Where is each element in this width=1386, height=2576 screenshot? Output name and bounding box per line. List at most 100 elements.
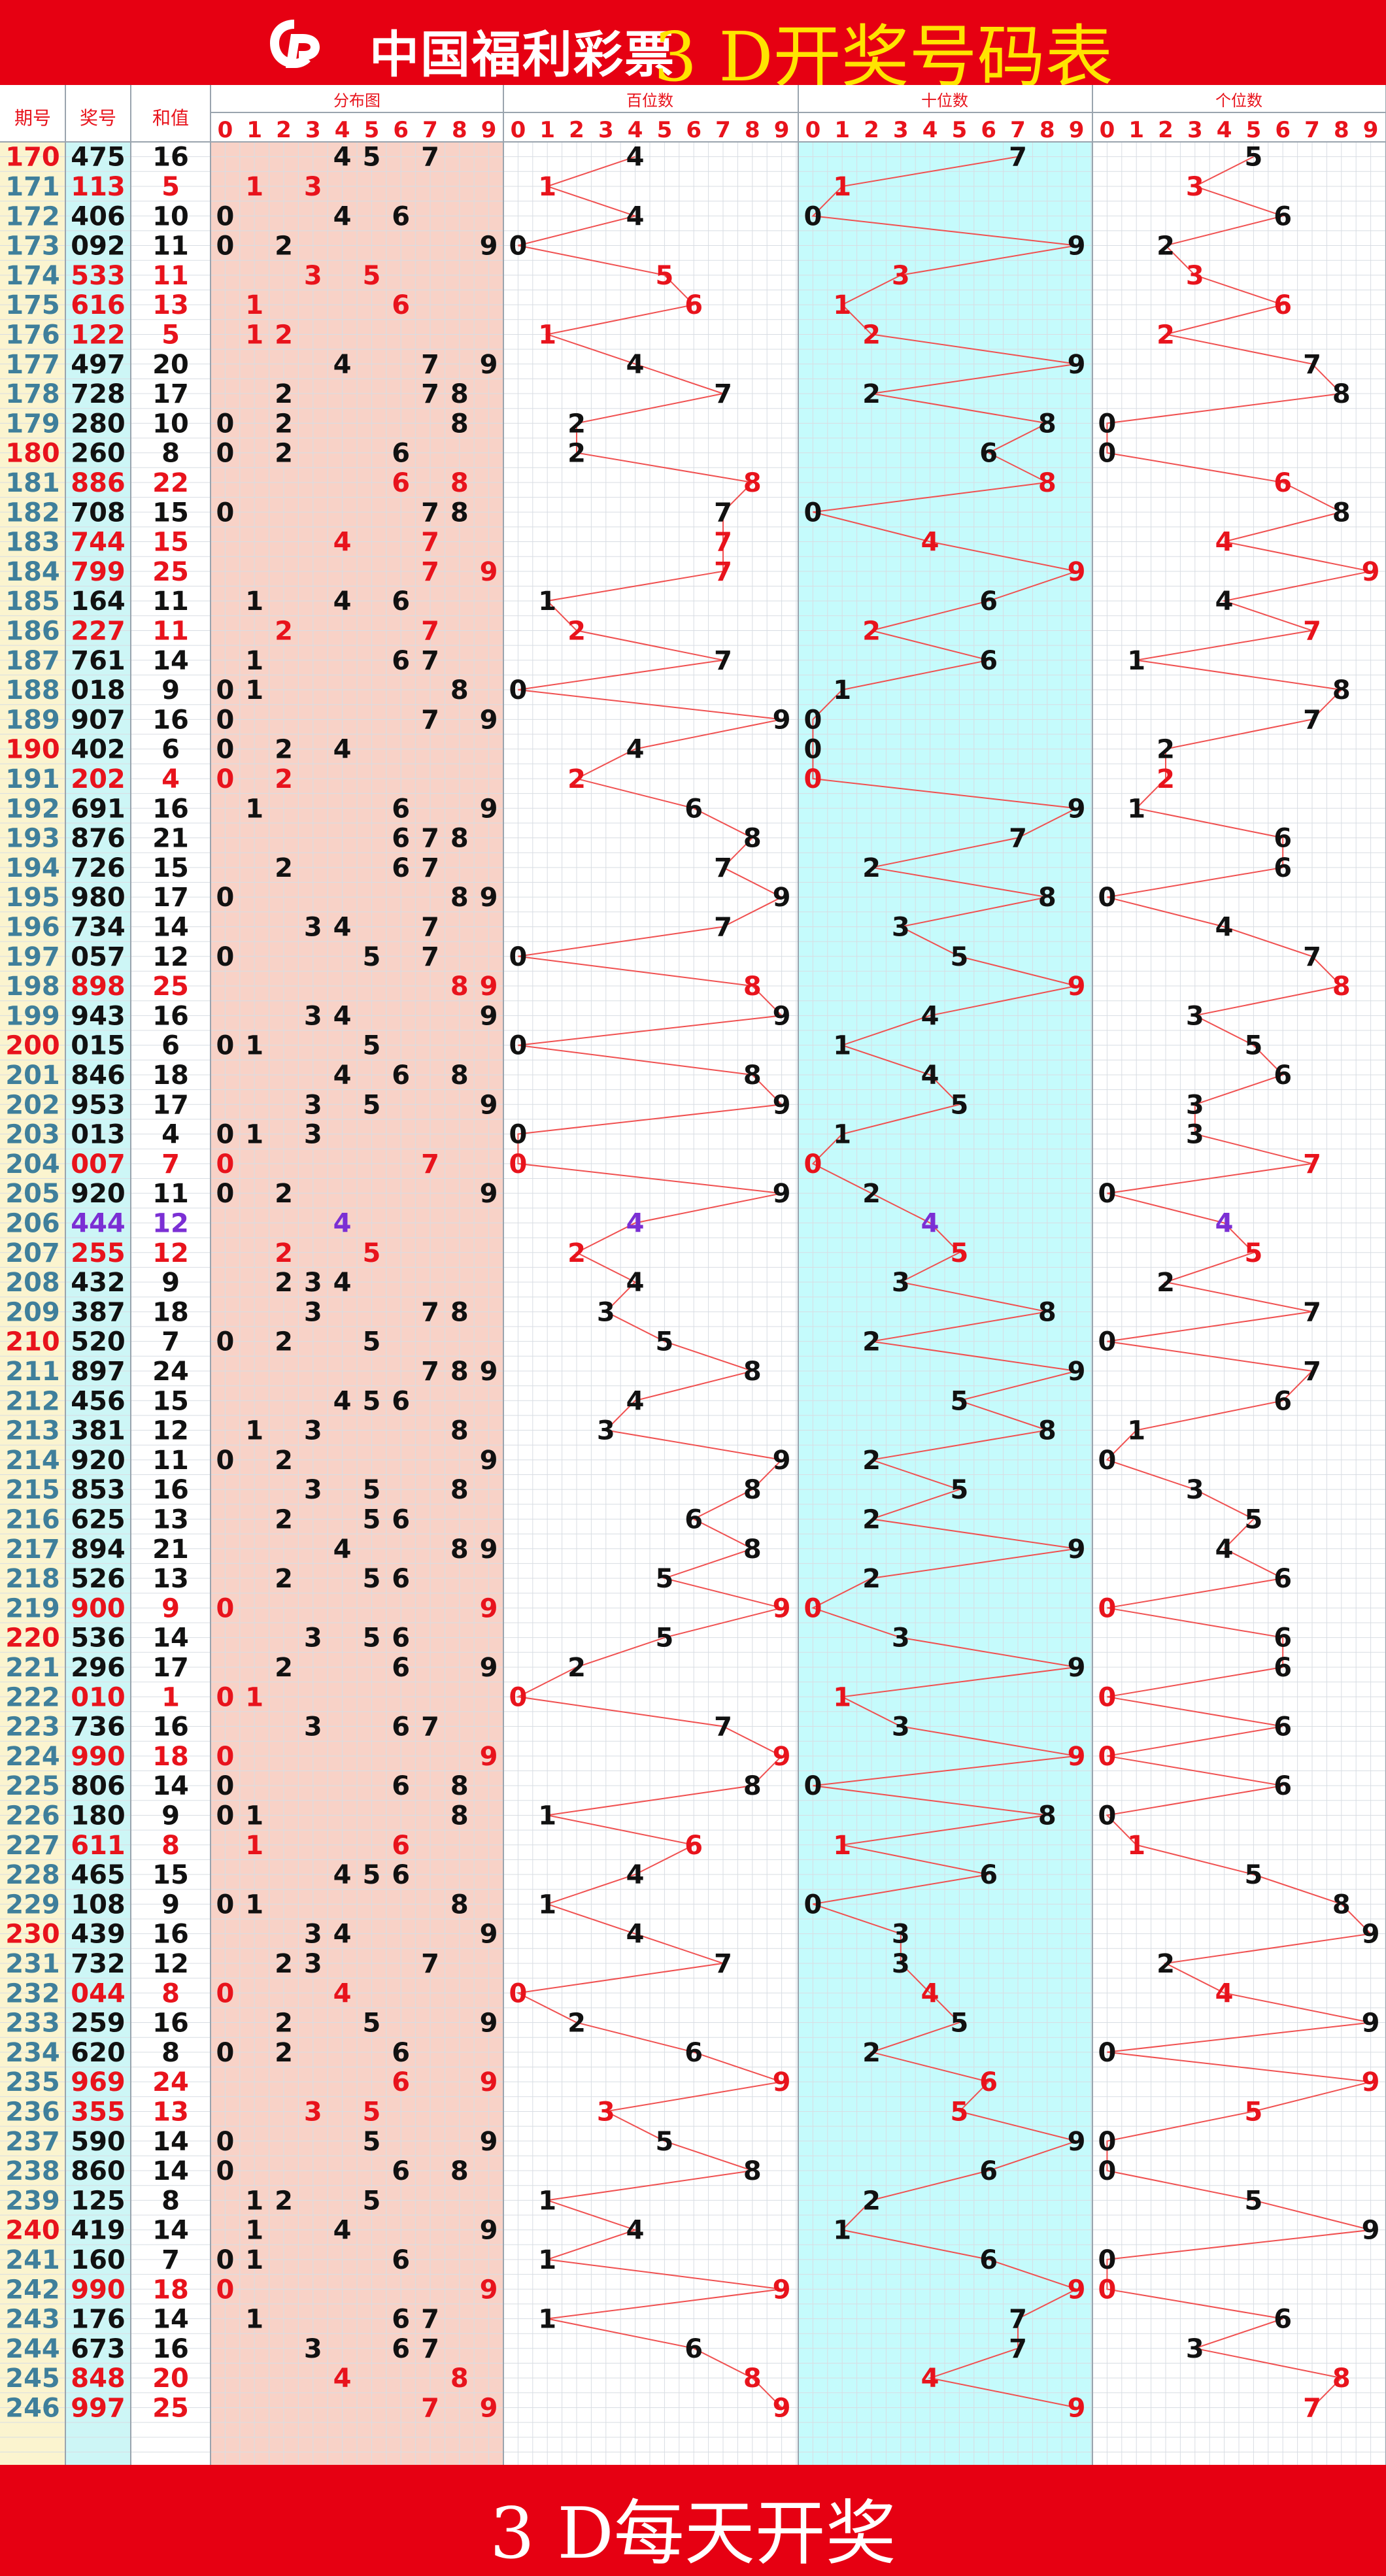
position-digit-hundreds: 4 xyxy=(626,350,645,380)
position-digit-tens: 5 xyxy=(950,1475,968,1505)
distribution-digit: 0 xyxy=(216,1742,234,1772)
period-cell: 211 xyxy=(5,1357,60,1387)
period-cell: 212 xyxy=(5,1386,60,1416)
position-digit-tens: 9 xyxy=(1068,794,1086,824)
position-digit-tens: 6 xyxy=(979,1860,998,1890)
distribution-digit: 7 xyxy=(421,379,439,409)
position-digit-units: 6 xyxy=(1274,1771,1292,1801)
number-cell: 406 xyxy=(71,201,126,231)
distribution-digit: 9 xyxy=(480,2275,498,2305)
distribution-digit: 7 xyxy=(421,557,439,587)
period-cell: 220 xyxy=(5,1623,60,1653)
position-digit-units: 7 xyxy=(1303,616,1321,646)
period-cell: 208 xyxy=(5,1268,60,1298)
distribution-digit: 1 xyxy=(245,290,263,320)
position-digit-hundreds: 2 xyxy=(567,439,586,469)
sum-cell: 18 xyxy=(152,1297,189,1327)
position-digit-units: 6 xyxy=(1274,468,1292,498)
period-cell: 188 xyxy=(5,675,60,705)
position-digit-hundreds: 9 xyxy=(773,1593,791,1623)
distribution-digit: 4 xyxy=(333,1386,352,1416)
position-digit-hundreds: 7 xyxy=(714,912,732,942)
grid-lines xyxy=(0,141,1386,2465)
distribution-digit: 4 xyxy=(333,735,352,765)
distribution-digit: 7 xyxy=(421,824,439,854)
number-cell: 620 xyxy=(71,2038,126,2068)
position-digit-tens: 4 xyxy=(921,528,939,558)
distribution-digit: 0 xyxy=(216,409,234,439)
position-digit-hundreds: 5 xyxy=(655,261,673,291)
position-digit-tens: 6 xyxy=(979,2067,998,2097)
distribution-digit: 5 xyxy=(362,261,380,291)
header-digit: 2 xyxy=(864,117,879,143)
distribution-digit: 6 xyxy=(392,1386,410,1416)
sum-cell: 24 xyxy=(152,2067,189,2097)
distribution-digit: 0 xyxy=(216,1179,234,1209)
distribution-digit: 5 xyxy=(362,1238,380,1268)
distribution-digit: 6 xyxy=(392,2156,410,2186)
distribution-digit: 7 xyxy=(421,1297,439,1327)
distribution-digit: 5 xyxy=(362,2097,380,2127)
position-digit-units: 8 xyxy=(1332,379,1351,409)
sum-cell: 11 xyxy=(152,231,189,262)
distribution-digit: 3 xyxy=(304,1475,322,1505)
header-banner: 中国福利彩票 3 D开奖号码表 xyxy=(0,0,1386,97)
header-digit: 6 xyxy=(686,117,701,143)
column-borders xyxy=(0,85,1386,2465)
header-digit: 7 xyxy=(1304,117,1320,143)
sum-cell: 25 xyxy=(152,557,189,587)
period-cell: 244 xyxy=(5,2334,60,2364)
position-digit-hundreds: 8 xyxy=(743,1357,762,1387)
position-digit-units: 6 xyxy=(1274,2305,1292,2335)
number-cell: 260 xyxy=(71,439,126,469)
distribution-digit: 3 xyxy=(304,1623,322,1653)
number-cell: 920 xyxy=(71,1179,126,1209)
position-digit-units: 9 xyxy=(1362,2216,1380,2246)
header-group-tens: 十位数 xyxy=(921,92,968,110)
sum-cell: 8 xyxy=(161,439,180,469)
sum-cell: 12 xyxy=(152,1416,189,1446)
position-digit-tens: 5 xyxy=(950,1386,968,1416)
position-digit-tens: 8 xyxy=(1038,1297,1056,1327)
sum-cell: 16 xyxy=(152,143,189,173)
position-digit-tens: 7 xyxy=(1009,2334,1027,2364)
position-digit-hundreds: 7 xyxy=(714,528,732,558)
number-cell: 010 xyxy=(71,1682,126,1712)
distribution-digit: 9 xyxy=(480,883,498,913)
position-digit-hundreds: 7 xyxy=(714,1949,732,1979)
sum-cell: 14 xyxy=(152,2216,189,2246)
number-cell: 920 xyxy=(71,1446,126,1476)
period-cell: 194 xyxy=(5,853,60,883)
position-digit-tens: 9 xyxy=(1068,2127,1086,2157)
distribution-digit: 3 xyxy=(304,1297,322,1327)
position-digit-hundreds: 1 xyxy=(538,1890,556,1920)
distribution-digit: 6 xyxy=(392,1860,410,1890)
period-cell: 209 xyxy=(5,1297,60,1327)
distribution-digit: 3 xyxy=(304,172,322,202)
header-digit: 5 xyxy=(1246,117,1262,143)
distribution-digit: 4 xyxy=(333,1534,352,1565)
distribution-digit: 0 xyxy=(216,1801,234,1831)
number-cell: 799 xyxy=(71,557,126,587)
position-digit-units: 0 xyxy=(1098,1593,1116,1623)
header-digit: 9 xyxy=(1069,117,1085,143)
sum-cell: 8 xyxy=(161,2186,180,2216)
position-digit-tens: 5 xyxy=(950,942,968,972)
number-cell: 419 xyxy=(71,2216,126,2246)
position-digit-tens: 9 xyxy=(1068,1357,1086,1387)
position-digit-units: 4 xyxy=(1215,1208,1234,1238)
distribution-digit: 9 xyxy=(480,2008,498,2039)
distribution-digit: 3 xyxy=(304,1268,322,1298)
position-digit-units: 8 xyxy=(1332,675,1351,705)
sum-cell: 14 xyxy=(152,646,189,676)
distribution-digit: 2 xyxy=(275,1238,293,1268)
distribution-digit: 4 xyxy=(333,528,352,558)
position-digit-tens: 6 xyxy=(979,646,998,676)
period-cell: 183 xyxy=(5,528,60,558)
position-digit-units: 6 xyxy=(1274,1386,1292,1416)
period-cell: 174 xyxy=(5,261,60,291)
header-digit: 5 xyxy=(657,117,673,143)
header-digit: 9 xyxy=(481,117,497,143)
period-cell: 200 xyxy=(5,1031,60,1061)
position-digit-tens: 0 xyxy=(803,705,822,735)
